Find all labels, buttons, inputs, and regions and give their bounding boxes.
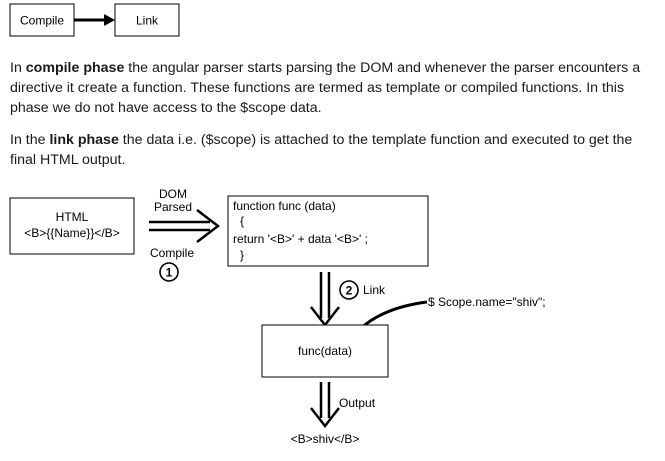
link-step-number-circle [339, 280, 359, 300]
compile-step-label: Compile [150, 246, 194, 260]
link-description: the data i.e. ($scope) is attached to th… [10, 132, 633, 168]
dom-parsed-line2: Parsed [154, 200, 192, 214]
dom-parsed-line1: DOM [159, 187, 187, 201]
link-step-label: Link [363, 283, 386, 297]
output-label: Output [339, 396, 376, 410]
compile-description: the angular parser starts parsing the DO… [10, 60, 641, 116]
function-line4: } [240, 248, 244, 262]
top-compile-box [9, 3, 75, 37]
top-compile-label: Compile [20, 14, 64, 28]
compiled-function-label: func(data) [298, 344, 352, 358]
html-box-line1: HTML [56, 210, 89, 224]
link-double-arrow-icon [310, 272, 340, 328]
top-compile-link-flow: Compile Link [9, 3, 180, 37]
compile-phase-paragraph: In compile phase the angular parser star… [10, 58, 660, 118]
top-link-box [114, 3, 180, 37]
top-link-label: Link [136, 14, 159, 28]
function-line1: function func (data) [233, 199, 336, 213]
compile-link-diagram: HTML <B>{{Name}}</B> DOM Parsed Compile … [9, 187, 546, 446]
link-intro: In the [10, 132, 50, 148]
html-box-line2: <B>{{Name}}</B> [24, 226, 119, 240]
html-template-box [9, 197, 135, 255]
compile-phase-term: compile phase [25, 60, 125, 76]
scope-assignment-label: $ Scope.name="shiv"; [428, 295, 546, 309]
compile-intro: In [10, 60, 26, 76]
rendered-output: <B>shiv</B> [291, 432, 360, 446]
template-function-box [227, 195, 429, 267]
compile-step-number: 1 [166, 266, 173, 280]
compiled-function-box [261, 324, 389, 378]
top-arrow-head-icon [104, 14, 115, 26]
compile-step-number-circle [159, 262, 179, 282]
link-phase-paragraph: In the link phase the data i.e. ($scope)… [10, 130, 660, 170]
compile-double-arrow-icon [149, 209, 221, 243]
link-step-number: 2 [346, 284, 353, 298]
function-line2: { [240, 214, 244, 228]
link-phase-term: link phase [49, 132, 119, 148]
function-line3: return '<B>' + data '<B>' ; [233, 232, 368, 246]
output-double-arrow-icon [310, 382, 340, 429]
